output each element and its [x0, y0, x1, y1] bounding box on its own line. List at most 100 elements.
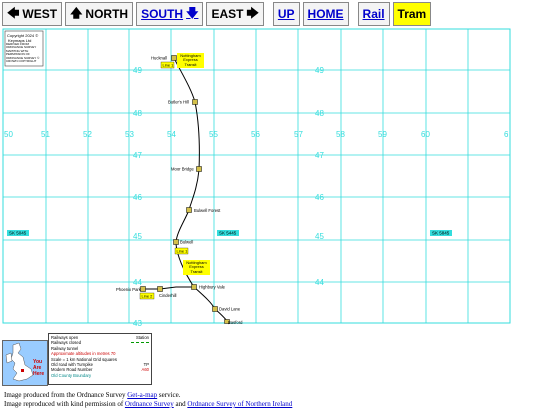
northing-label: 44 — [315, 278, 324, 287]
here-label: Here — [33, 371, 45, 377]
arrow-up-icon: 🡅 — [70, 5, 83, 20]
copyright-line3: DERIVED FROM ORDNANCE SURVEY MAPPING WIT… — [6, 43, 40, 64]
great-britain-icon — [5, 342, 34, 382]
northing-label: 48 — [315, 109, 324, 118]
stop-marker[interactable] — [186, 207, 192, 213]
legend-row: Railways closed — [51, 340, 149, 345]
tram-line1-label: Line 1 — [177, 249, 189, 254]
easting-label: 6 — [504, 130, 509, 139]
legend-modern-road-sample: A60 — [141, 367, 149, 373]
east-label: EAST — [211, 7, 244, 21]
tram-transit-label: Nottingham Express Transit — [186, 260, 207, 274]
footer-text: Image produced from the Ordnance Survey — [4, 391, 128, 399]
stop-marker[interactable] — [140, 286, 146, 292]
stop-marker[interactable] — [173, 239, 179, 245]
stop-marker[interactable] — [157, 286, 163, 292]
up-label: UP — [277, 7, 295, 21]
tram-badge-bg — [174, 247, 189, 255]
square-labels: SK 5045 SK 5445 SK 5845 — [7, 230, 452, 236]
stops: Hucknall Butler's Hill Moor Bridge Bulwe… — [116, 55, 243, 325]
legend-station: Station — [135, 335, 149, 340]
easting-label: 54 — [167, 130, 176, 139]
legend-turnpike: Old road with Turnpike — [51, 362, 93, 368]
easting-label: 50 — [4, 130, 13, 139]
osni-link[interactable]: Ordnance Survey of Northern Ireland — [187, 400, 293, 408]
footer-text: Image reproduced with kind permission of — [4, 400, 125, 408]
stop-label: Highbury Vale — [199, 285, 226, 290]
up-button[interactable]: UP — [272, 2, 300, 26]
north-button[interactable]: 🡅 NORTH — [65, 2, 134, 26]
tram-label: Tram — [397, 7, 427, 21]
legend-row: Scale = 1 km National Grid squares — [51, 357, 149, 362]
legend: Railways open Station Railways closed Ra… — [48, 333, 152, 385]
tram-line2-label: Line 2 — [142, 294, 154, 299]
northing-label: 49 — [133, 66, 142, 75]
you-are-here-marker — [21, 369, 24, 372]
northing-label: 46 — [133, 193, 142, 202]
tram-transit-label: Nottingham Express Transit — [180, 53, 201, 67]
legend-row: Old road with Turnpike TP — [51, 362, 149, 367]
legend-row: Approximate altitudes in metres 70 — [51, 351, 149, 356]
stop-label: David Lane — [219, 307, 241, 312]
home-label: HOME — [307, 7, 344, 21]
square-label-bg — [217, 230, 239, 236]
arrow-left-icon: 🡄 — [7, 5, 20, 20]
square-label: SK 5045 — [9, 231, 27, 236]
legend-closed: Railways closed — [51, 340, 82, 346]
legend-row: Modern Road Number A60 — [51, 367, 149, 372]
stop-marker[interactable] — [191, 284, 197, 290]
easting-label: 55 — [209, 130, 218, 139]
tram-button[interactable]: Tram — [392, 2, 432, 26]
legend-open: Railways open — [51, 335, 79, 340]
tram-branch-line2 — [143, 286, 194, 290]
tram-line-labels: Line 1 Nottingham Express Transit Line 1… — [139, 53, 210, 300]
legend-modern-road: Modern Road Number — [51, 367, 93, 373]
copyright-line1: Copyright 2024 © — [7, 33, 38, 38]
legend-altitudes: Approximate altitudes in metres — [51, 351, 110, 357]
get-a-map-link[interactable]: Get-a-map — [127, 391, 158, 399]
stop-label: Butler's Hill — [168, 100, 189, 105]
rail-button[interactable]: Rail — [357, 2, 390, 26]
are-label: Are — [33, 365, 42, 371]
stop-label: Hucknall — [151, 56, 167, 61]
stop-marker[interactable] — [224, 319, 230, 324]
easting-label: 52 — [83, 130, 92, 139]
rail-label: Rail — [362, 7, 385, 21]
easting-label: 57 — [294, 130, 303, 139]
west-button[interactable]: 🡄 WEST — [2, 2, 63, 26]
legend-tunnel: Railway tunnel — [51, 345, 79, 351]
easting-label: 58 — [336, 130, 345, 139]
north-label: NORTH — [85, 7, 129, 21]
south-button[interactable]: SOUTH 🡇 — [136, 2, 204, 26]
copyright-line2: Keymaps Ltd — [8, 38, 31, 43]
easting-label: 59 — [378, 130, 387, 139]
stop-marker[interactable] — [196, 166, 202, 172]
south-label: SOUTH — [141, 7, 184, 21]
home-button[interactable]: HOME — [302, 2, 349, 26]
nav-bar: 🡄 WEST 🡅 NORTH SOUTH 🡇 EAST 🡆 UP HOME Ra… — [2, 2, 432, 26]
legend-county: Old County Boundary — [51, 372, 92, 378]
east-button[interactable]: EAST 🡆 — [206, 2, 264, 26]
stop-label: Cinderhill — [159, 293, 177, 298]
footer-text: service. — [157, 391, 181, 399]
stop-marker[interactable] — [171, 55, 177, 61]
stop-label: Bulwell Forest — [194, 208, 221, 213]
stop-marker[interactable] — [212, 306, 218, 312]
you-label: You — [33, 359, 43, 365]
tram-badge-bg — [160, 61, 175, 69]
footer: Image produced from the Ordnance Survey … — [4, 391, 292, 409]
easting-label: 56 — [251, 130, 260, 139]
location-minimap[interactable]: You Are Here — [2, 340, 48, 386]
footer-line2: Image reproduced with kind permission of… — [4, 400, 292, 409]
stop-marker[interactable] — [192, 99, 198, 105]
northing-label: 44 — [133, 278, 142, 287]
copyright-box: Copyright 2024 © Keymaps Ltd DERIVED FRO… — [4, 30, 44, 67]
grid-lines — [3, 29, 510, 323]
stop-label: Basford — [228, 320, 243, 325]
ordnance-survey-link[interactable]: Ordnance Survey — [124, 400, 174, 408]
easting-labels: 50 51 52 53 54 55 56 57 58 59 60 6 — [4, 130, 509, 139]
northing-label: 47 — [315, 151, 324, 160]
stop-label: Bulwell — [180, 240, 193, 245]
legend-altitude-sample: 70 — [110, 351, 116, 357]
